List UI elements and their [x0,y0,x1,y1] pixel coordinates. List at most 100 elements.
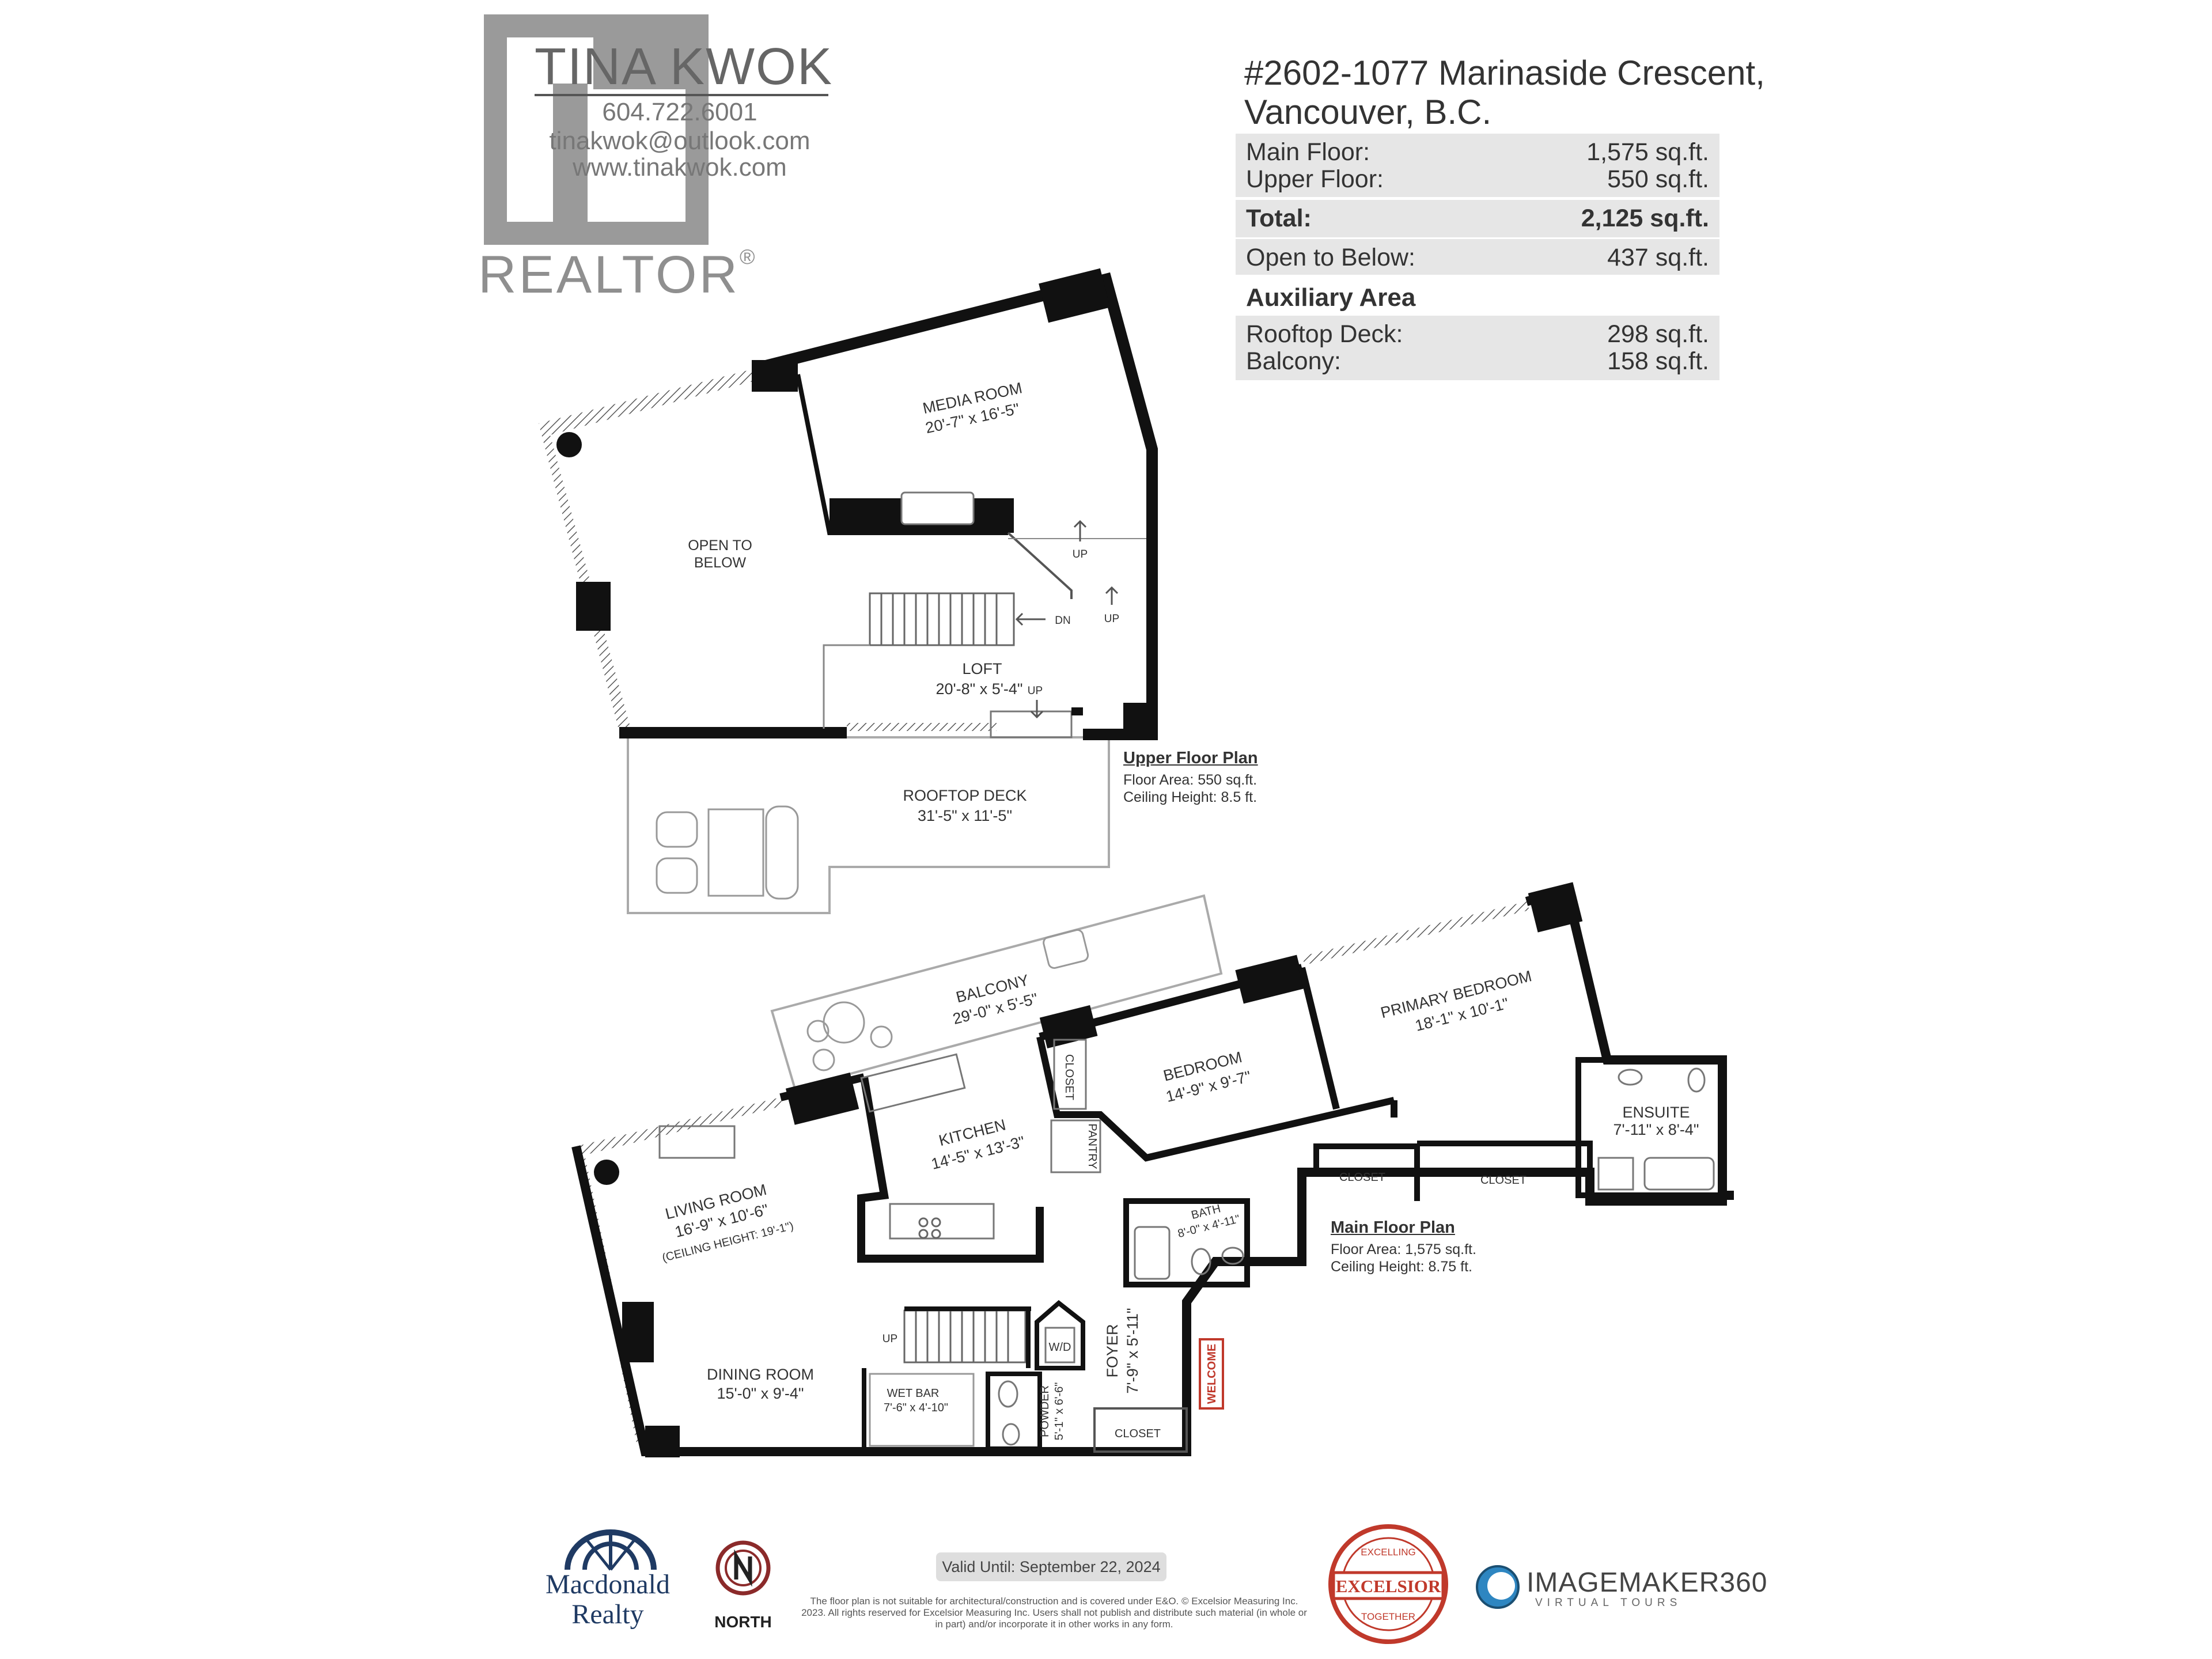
powder-dim: 5'-1" x 6'-6" [1053,1382,1066,1441]
pantry-box [1050,1119,1101,1173]
rooftop-row: Rooftop Deck:298 sq.ft. [1246,320,1709,348]
sink-icon [1002,1423,1020,1446]
address-line2: Vancouver, B.C. [1244,93,1492,131]
wall-block [785,1072,859,1125]
loft-door [990,710,1073,738]
primary-divider-wall [1298,967,1340,1110]
rooftop-deck-dim: 31'-5" x 11'-5" [918,807,1012,824]
realtor-logo-icon [484,14,709,245]
closet-wall [1313,1143,1420,1201]
wd-closet-wall [1035,1300,1085,1370]
main-outer-wall-right [1525,884,1727,1195]
foyer-dim: 7'-9" x 5'-11" [1124,1308,1141,1393]
loft-label: LOFT [962,660,1002,677]
wetbar-counter [869,1373,975,1447]
main-floor-row: Main Floor:1,575 sq.ft. [1246,138,1709,166]
open-to-below-label: OPEN TO [688,537,752,554]
washer-dryer-label: W/D [1049,1341,1071,1354]
loft-dim: 20'-8" x 5'-4" [935,680,1022,698]
foyer-closet-wall [1093,1407,1188,1453]
open-to-below-label-2: BELOW [694,555,747,571]
loft-partition [823,644,870,729]
total-box: Total:2,125 sq.ft. [1236,200,1719,237]
stair-up-label: UP [1104,613,1119,625]
wall-block [1123,703,1152,740]
washer-dryer-icon [1044,1327,1075,1363]
toilet-icon [998,1380,1018,1408]
kitchen-island-icon [889,1203,995,1240]
stair-up-label: UP [1073,548,1088,560]
rooftop-deck-outline [627,736,1110,914]
stair-dn-label: DN [1055,615,1070,627]
shower-icon [1597,1157,1634,1191]
wall-block [622,1302,654,1362]
stairs-icon [903,1309,1027,1363]
north-arrow-icon [715,1540,771,1596]
stair-arrows-icon [1015,520,1119,719]
ensuite-wall [1575,1057,1725,1198]
upper-floor-ceiling: Ceiling Height: 8.5 ft. [1123,789,1257,805]
wall-block [645,1426,680,1457]
realtor-wordmark: REALTOR® [478,245,757,304]
deck-lounge-chairs-icon [656,805,799,900]
wall-block [1039,1005,1098,1049]
stair-rail [1007,532,1073,599]
stairs-icon [869,592,1015,646]
dining-room-label: DINING ROOM [707,1366,814,1383]
total-row: Total:2,125 sq.ft. [1246,204,1709,232]
closet-wall-2 [1417,1141,1593,1201]
wall-block [1528,882,1583,933]
dining-room-dim: 15'-0" x 9'-4" [717,1385,804,1402]
welcome-mat-icon [1199,1338,1224,1410]
upper-floor-plan: MEDIA ROOM 20'-7" x 16'-5" OPEN TO BELOW… [539,268,1158,914]
welcome-label: WELCOME [1206,1344,1218,1404]
closet-box [1053,1039,1087,1110]
balcony-row: Balcony:158 sq.ft. [1246,347,1709,375]
excelsior-label: EXCELSIOR [1336,1576,1441,1596]
imagemaker-wordmark: IMAGEMAKER360 [1527,1567,1768,1598]
toilet-icon [1687,1067,1706,1093]
fireplace-icon [658,1125,736,1159]
kitchen-counter-icon [860,1053,966,1113]
imagemaker-tagline: VIRTUAL TOURS [1535,1597,1682,1609]
closet-label: CLOSET [1339,1171,1385,1184]
agent-divider [535,94,828,96]
tv-unit-icon [900,491,975,525]
auxiliary-area-title: Auxiliary Area [1246,283,1416,312]
wet-bar-label: WET BAR [887,1387,940,1400]
upper-floor-plan-title: Upper Floor Plan [1123,749,1258,767]
ensuite-dim: 7'-11" x 8'-4" [1613,1121,1699,1138]
wall-block [1039,268,1110,323]
bath-wall [1123,1198,1250,1287]
agent-website: www.tinakwok.com [573,153,787,181]
agent-name: TINA KWOK [535,38,834,96]
loft-railing [847,723,997,731]
wall-block [1235,955,1305,1004]
wet-bar-dim: 7'-6" x 4'-10" [884,1402,948,1414]
closet-label: CLOSET [1480,1174,1527,1187]
excelsior-top-label: EXCELLING [1361,1547,1415,1558]
open-below-row: Open to Below:437 sq.ft. [1246,244,1709,271]
agent-email: tinakwok@outlook.com [549,127,810,155]
stair-up-label: UP [1028,685,1043,697]
sink-icon [1221,1247,1244,1265]
column-icon [556,432,582,457]
powder-wall [986,1372,1042,1451]
wall-block [752,360,798,392]
column-icon [594,1160,619,1185]
valid-until-badge: Valid Until: September 22, 2024 [936,1552,1166,1581]
floor-area-box: Main Floor:1,575 sq.ft. Upper Floor:550 … [1236,134,1719,197]
north-label: NORTH [714,1613,772,1631]
sink-icon [1618,1069,1643,1086]
imagemaker-logo-icon [1476,1565,1520,1609]
main-floor-ceiling: Ceiling Height: 8.75 ft. [1331,1259,1472,1275]
auxiliary-box: Rooftop Deck:298 sq.ft. Balcony:158 sq.f… [1236,316,1719,380]
toilet-icon [1191,1248,1211,1275]
macdonald-realty-logo-icon [565,1529,657,1571]
pantry-label: PANTRY [1086,1123,1099,1169]
kitchen-counter [857,1076,1044,1263]
closet-label: CLOSET [1115,1427,1161,1440]
cooktop-icon [918,1217,941,1239]
bathtub-icon [1134,1226,1171,1280]
closet-label: CLOSET [1063,1054,1075,1100]
